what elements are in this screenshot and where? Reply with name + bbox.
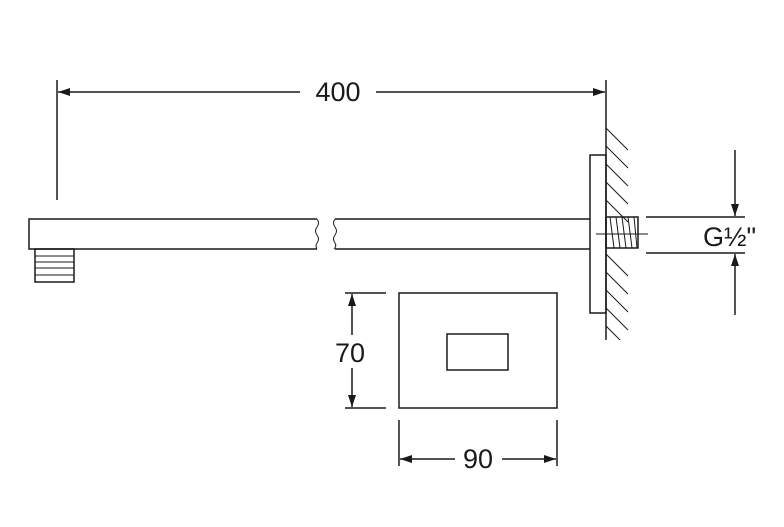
height-label: 70 [335, 338, 365, 368]
shower-arm [28, 218, 590, 283]
width-label: 90 [463, 444, 493, 474]
length-label: 400 [315, 77, 360, 107]
thread-dimension: G½" [646, 150, 756, 315]
length-dimension: 400 [56, 77, 607, 200]
width-dimension: 90 [398, 420, 558, 474]
thread-label: G½" [703, 222, 756, 252]
shower-head-connector [34, 248, 75, 283]
height-dimension: 70 [335, 292, 386, 409]
thread-connector [596, 216, 648, 249]
square-plate [398, 292, 558, 409]
